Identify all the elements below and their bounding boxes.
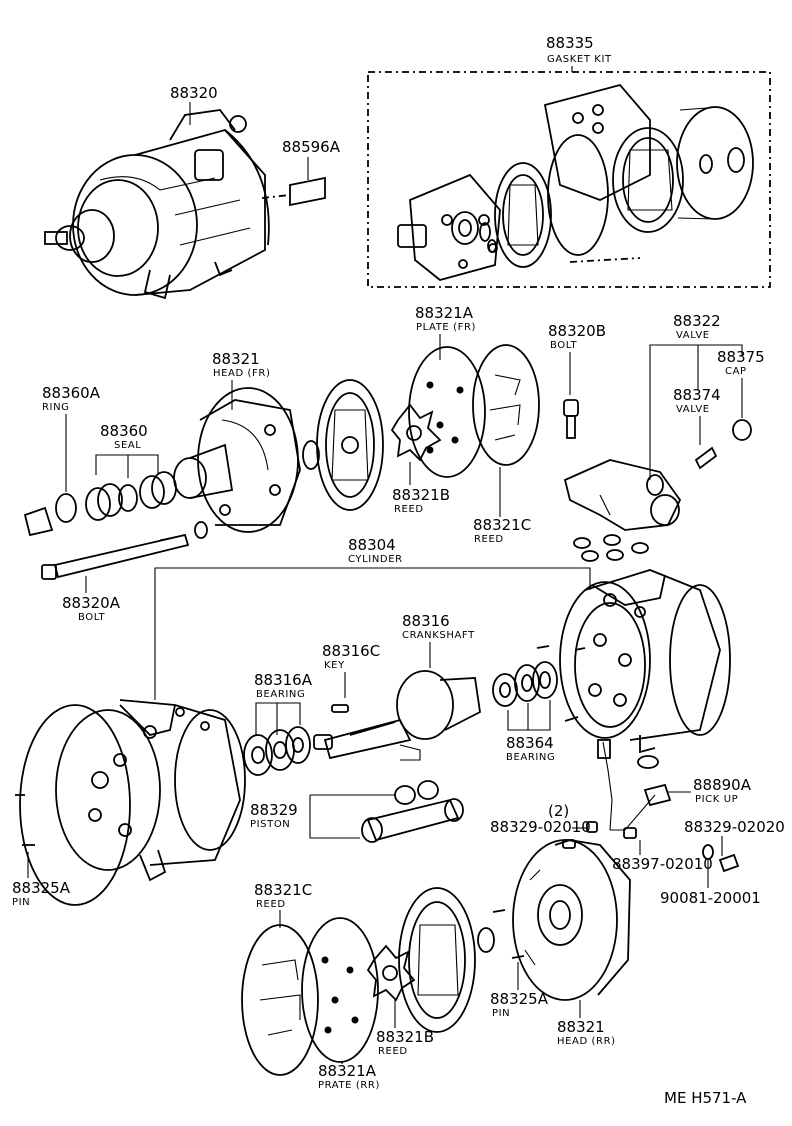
piston-88329: 88329 PISTON	[250, 780, 464, 843]
reed-88321C-rear: 88321C REED	[241, 881, 319, 1076]
svg-text:88364: 88364	[506, 734, 554, 752]
svg-text:88325A: 88325A	[12, 879, 71, 897]
head-fr-88321: 88321 HEAD (FR)	[173, 350, 301, 533]
gasket-kit-box: 88335 GASKET KIT	[367, 34, 771, 288]
svg-text:VALVE: VALVE	[676, 404, 710, 415]
svg-text:88397-02010: 88397-02010	[612, 855, 713, 873]
front-o-ring	[302, 440, 320, 470]
cylinder-88304-label: 88304 CYLINDER	[154, 536, 591, 700]
valve-o-rings	[573, 534, 649, 562]
key-88316C: 88316C KEY	[322, 642, 380, 713]
svg-text:88320: 88320	[170, 84, 218, 102]
svg-text:BEARING: BEARING	[256, 689, 305, 700]
svg-text:88316: 88316	[402, 612, 450, 630]
plate-rr-88321A: 88321A PRATE (RR)	[301, 917, 380, 1091]
compressor-assembly-drawing	[44, 109, 270, 300]
svg-text:REED: REED	[474, 534, 504, 545]
svg-text:88329: 88329	[250, 801, 298, 819]
svg-text:VALVE: VALVE	[676, 330, 710, 341]
label-plate-88596A: 88596A	[261, 138, 341, 207]
svg-text:BOLT: BOLT	[550, 340, 578, 351]
svg-text:88304: 88304	[348, 536, 396, 554]
svg-text:88322: 88322	[673, 312, 721, 330]
svg-text:PLATE (FR): PLATE (FR)	[416, 322, 476, 333]
svg-text:PRATE (RR): PRATE (RR)	[318, 1080, 380, 1091]
svg-text:RING: RING	[42, 402, 70, 413]
svg-text:88335: 88335	[546, 34, 594, 52]
cylinder-front-half	[559, 569, 731, 831]
svg-text:88890A: 88890A	[693, 776, 752, 794]
svg-text:PIN: PIN	[12, 897, 30, 908]
svg-text:88329-02020: 88329-02020	[684, 818, 785, 836]
seal-88360: 88360 SEAL	[85, 422, 177, 521]
svg-text:90081-20001: 90081-20001	[660, 889, 761, 907]
svg-text:PISTON: PISTON	[250, 819, 290, 830]
svg-text:88321B: 88321B	[376, 1028, 434, 1046]
valve-88322: 88322 VALVE 88375 CAP 88374 VALVE	[563, 312, 765, 531]
svg-text:REED: REED	[378, 1046, 408, 1057]
svg-text:88375: 88375	[717, 348, 765, 366]
svg-text:88374: 88374	[673, 386, 721, 404]
svg-text:88316C: 88316C	[322, 642, 380, 660]
svg-text:HEAD (FR): HEAD (FR)	[213, 368, 270, 379]
bolt-88320B: 88320B BOLT	[548, 322, 606, 439]
pickup-88890A: 88890A PICK UP (2) 88329-02010	[490, 776, 752, 836]
svg-text:88321C: 88321C	[473, 516, 531, 534]
bearing-88364: 88364 BEARING	[492, 645, 558, 763]
svg-text:88321C: 88321C	[254, 881, 312, 899]
svg-text:BEARING: BEARING	[506, 752, 555, 763]
svg-text:88316A: 88316A	[254, 671, 313, 689]
svg-text:88360: 88360	[100, 422, 148, 440]
reed-88321C-front: 88321C REED	[472, 344, 540, 545]
svg-text:CAP: CAP	[725, 366, 747, 377]
pin-88325A-left: 88325A PIN	[12, 852, 71, 908]
crankshaft-88316: 88316 CRANKSHAFT	[313, 612, 481, 761]
svg-text:SEAL: SEAL	[114, 440, 141, 451]
svg-text:REED: REED	[256, 899, 286, 910]
footer-code: ME H571-A	[664, 1089, 747, 1107]
bearing-88316A: 88316A BEARING	[243, 671, 313, 776]
valve-plate-rear	[398, 887, 495, 1033]
svg-text:88321B: 88321B	[392, 486, 450, 504]
plate-fr-88321A: 88321A PLATE (FR)	[408, 304, 486, 478]
pin-88325A-rear: 88325A PIN	[490, 909, 549, 1019]
svg-text:HEAD (RR): HEAD (RR)	[557, 1036, 616, 1047]
svg-text:88360A: 88360A	[42, 384, 101, 402]
svg-text:REED: REED	[394, 504, 424, 515]
svg-text:(2): (2)	[548, 802, 569, 820]
svg-text:88321: 88321	[212, 350, 260, 368]
svg-text:88321A: 88321A	[318, 1062, 377, 1080]
small-fasteners: 88329-02020 88397-02010 90081-20001	[612, 818, 785, 907]
svg-text:88329-02010: 88329-02010	[490, 818, 591, 836]
svg-text:CRANKSHAFT: CRANKSHAFT	[402, 630, 475, 641]
svg-text:GASKET KIT: GASKET KIT	[547, 54, 612, 65]
label-88320: 88320	[170, 84, 218, 125]
svg-text:88321: 88321	[557, 1018, 605, 1036]
svg-text:PICK UP: PICK UP	[695, 794, 738, 805]
cylinder-rear-half	[15, 699, 246, 906]
head-rr-88321: 88321 HEAD (RR)	[512, 839, 631, 1047]
svg-text:88596A: 88596A	[282, 138, 341, 156]
svg-text:PIN: PIN	[492, 1008, 510, 1019]
bolt-88320A: 88320A BOLT	[41, 521, 208, 623]
ring-88360A: 88360A RING	[23, 384, 101, 537]
svg-text:BOLT: BOLT	[78, 612, 106, 623]
svg-text:88320A: 88320A	[62, 594, 121, 612]
reed-88321B-front: 88321B REED	[390, 403, 450, 515]
svg-text:KEY: KEY	[324, 660, 345, 671]
svg-text:88325A: 88325A	[490, 990, 549, 1008]
valve-plate-front	[316, 379, 384, 511]
svg-text:88320B: 88320B	[548, 322, 606, 340]
svg-text:88321A: 88321A	[415, 304, 474, 322]
svg-text:CYLINDER: CYLINDER	[348, 554, 403, 565]
